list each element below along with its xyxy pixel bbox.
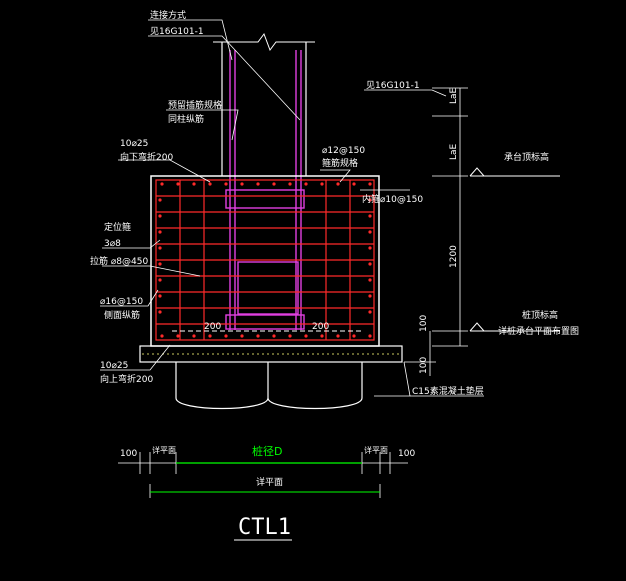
label-bottom-bars-note: 向上弯折200 bbox=[100, 373, 153, 385]
rebar-dot bbox=[158, 294, 162, 298]
label-positioning-count: 3⌀8 bbox=[104, 239, 121, 249]
rebar-dot bbox=[158, 214, 162, 218]
dim-left-seg: 详平面 bbox=[152, 445, 176, 455]
label-ref-top-left: 见16G101-1 bbox=[150, 26, 204, 37]
column-stub bbox=[213, 32, 315, 176]
rebar-dot bbox=[336, 182, 340, 186]
rebar-dot bbox=[368, 214, 372, 218]
label-positioning-stirrup: 定位箍 bbox=[104, 221, 131, 233]
label-side-ties: 拉筋 ⌀8@450 bbox=[90, 255, 148, 267]
rebar-dot bbox=[368, 334, 372, 338]
rebar-dot bbox=[320, 182, 324, 186]
label-lae: LaE bbox=[449, 87, 459, 104]
dim-cover-left: 200 bbox=[204, 322, 221, 332]
column-dowels bbox=[225, 50, 305, 330]
rebar-dot bbox=[158, 246, 162, 250]
rebar-dot bbox=[320, 334, 324, 338]
rebar-dot bbox=[158, 230, 162, 234]
rebar-dot bbox=[256, 334, 260, 338]
rebar-dot bbox=[288, 182, 292, 186]
rebar-dot bbox=[352, 182, 356, 186]
rebar-dot bbox=[240, 182, 244, 186]
dim-right-seg: 详平面 bbox=[364, 445, 388, 455]
rebar-dot bbox=[368, 262, 372, 266]
rebar-dot bbox=[288, 334, 292, 338]
leader-lines bbox=[100, 19, 484, 397]
dim-cover-right: 200 bbox=[312, 322, 329, 332]
label-lae2: LaE bbox=[449, 143, 459, 160]
label-cap-top-level: 承台顶标高 bbox=[504, 151, 549, 163]
rebar-dot bbox=[368, 198, 372, 202]
rebar-dot bbox=[368, 310, 372, 314]
rebar-dot bbox=[158, 278, 162, 282]
label-column-rebar-note2: 同柱纵筋 bbox=[168, 113, 204, 125]
rebar-dot bbox=[368, 246, 372, 250]
rebar-dot bbox=[368, 278, 372, 282]
rebar-dot bbox=[368, 182, 372, 186]
label-top-bars: 10⌀25 bbox=[120, 139, 148, 149]
rebar-dot bbox=[192, 182, 196, 186]
label-bottom-bars: 10⌀25 bbox=[100, 361, 128, 371]
label-side-bars-note: 侧面纵筋 bbox=[104, 309, 140, 321]
rebar-dot bbox=[336, 334, 340, 338]
cushion-layer bbox=[139, 345, 403, 363]
drawing-title: CTL1 bbox=[238, 515, 291, 540]
rebar-dot bbox=[368, 294, 372, 298]
rebar-dot bbox=[256, 182, 260, 186]
dim-edge-right: 100 bbox=[398, 449, 415, 459]
level-markers bbox=[469, 167, 560, 332]
dim-pile-dia: 桩径D bbox=[252, 444, 282, 458]
rebar-dot bbox=[208, 182, 212, 186]
rebar-dot bbox=[176, 334, 180, 338]
label-pile-top-level: 桩顶标高 bbox=[522, 309, 558, 321]
label-top-bars-note: 向下弯折200 bbox=[120, 151, 173, 163]
label-stirrup-top-note: 箍筋规格 bbox=[322, 157, 358, 169]
rebar-dot bbox=[160, 334, 164, 338]
dimension-lines bbox=[118, 87, 468, 498]
pile-cap-outline bbox=[150, 175, 380, 347]
rebar-dot bbox=[158, 198, 162, 202]
rebar-dot bbox=[304, 334, 308, 338]
rebar-dots bbox=[158, 182, 372, 338]
rebar-dot bbox=[224, 182, 228, 186]
label-side-bars: ⌀16@150 bbox=[100, 297, 143, 307]
label-ref-top-right: 见16G101-1 bbox=[366, 80, 420, 91]
rebar-dot bbox=[352, 334, 356, 338]
rebar-dot bbox=[160, 182, 164, 186]
label-inner-bars: 内箍⌀10@150 bbox=[362, 193, 423, 205]
rebar-cage bbox=[155, 179, 375, 341]
dim-height: 1200 bbox=[449, 245, 459, 268]
rebar-dot bbox=[208, 334, 212, 338]
dim-cushion: 100 bbox=[419, 357, 429, 374]
rebar-dot bbox=[158, 310, 162, 314]
rebar-dot bbox=[272, 334, 276, 338]
dim-bottom-offset: 100 bbox=[419, 315, 429, 332]
label-cushion-note: C15素混凝土垫层 bbox=[412, 385, 484, 397]
dim-edge-left: 100 bbox=[120, 449, 137, 459]
label-stirrup-top: ⌀12@150 bbox=[322, 146, 365, 156]
rebar-dot bbox=[368, 230, 372, 234]
rebar-dot bbox=[192, 334, 196, 338]
label-column-rebar-note: 预留插筋规格 bbox=[168, 99, 222, 111]
rebar-dot bbox=[272, 182, 276, 186]
dim-total: 详平面 bbox=[256, 476, 283, 488]
rebar-dot bbox=[158, 262, 162, 266]
rebar-dot bbox=[224, 334, 228, 338]
rebar-dot bbox=[240, 334, 244, 338]
label-connection-method: 连接方式 bbox=[150, 9, 186, 21]
rebar-dot bbox=[304, 182, 308, 186]
label-pile-top-note: 详桩承台平面布置图 bbox=[498, 325, 579, 337]
piles bbox=[175, 362, 363, 410]
rebar-dot bbox=[176, 182, 180, 186]
